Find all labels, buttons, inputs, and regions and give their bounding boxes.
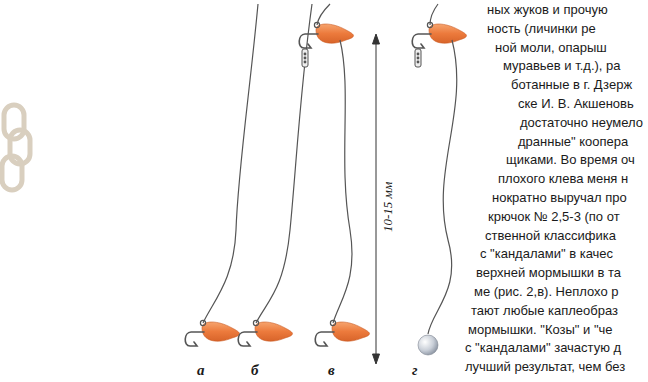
article-text-line: муравьев и т.д.), ра [503, 58, 621, 74]
article-text-line: с "кандалами" зачастую д [465, 340, 621, 356]
article-text-line: ботанные в г. Дзерж [511, 77, 632, 93]
article-text-line: ных жуков и прочую [487, 2, 608, 18]
article-text-line: лучший результат, чем без [465, 359, 625, 375]
article-text-line: дранные" коопера [518, 134, 628, 150]
figure-letter: в [328, 362, 335, 378]
article-text-line: достаточно неумело [520, 115, 643, 131]
figure-letter: б [251, 362, 259, 378]
figure-letter: г [412, 362, 418, 378]
article-text-line: мормышки. "Козы" и "че [468, 322, 613, 338]
article-text-line: с "кандалами" в качес [480, 246, 613, 262]
article-text-line: щиками. Во время оч [506, 152, 635, 168]
figure-letter: а [197, 362, 205, 378]
article-text-line: верхней мормышки в та [476, 265, 621, 281]
dimension-label: 10-15 мм [381, 182, 395, 232]
article-text-line: нократно выручал про [492, 190, 627, 206]
article-text-line: плохого клева меня н [498, 171, 628, 187]
chain-icon [2, 105, 30, 190]
article-text-line: ме (рис. 2,в). Неплохо р [474, 284, 619, 300]
article-text-line: ность (личинки ре [487, 21, 596, 37]
article-text-line: ственной классифика [485, 228, 616, 244]
article-text-line: ной моли, опарыш [495, 40, 607, 56]
ball-jig [418, 335, 438, 355]
article-text-line: тают любые каплеобраз [471, 303, 618, 319]
dimension-arrow [373, 34, 380, 364]
article-text-line: ске И. В. Акшеновь [518, 96, 634, 112]
article-text-line: крючок № 2,5-3 (по от [488, 209, 620, 225]
